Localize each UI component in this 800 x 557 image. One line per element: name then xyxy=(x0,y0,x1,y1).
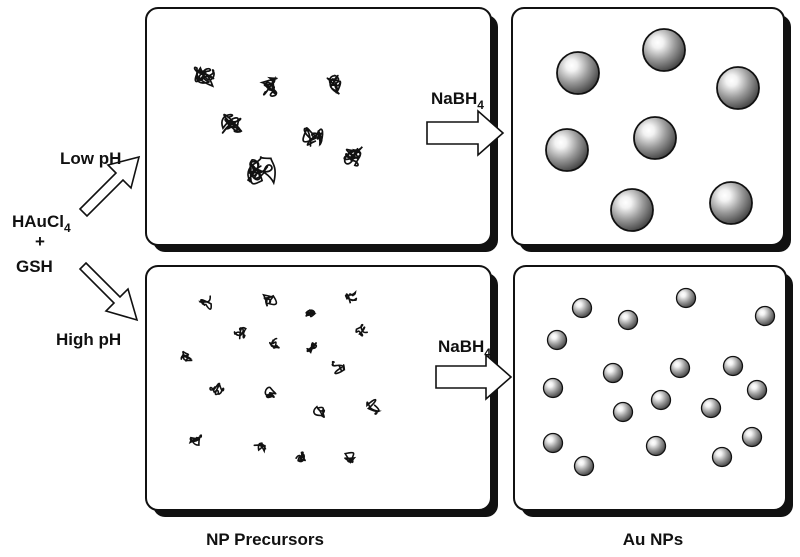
gold-salt-label: HAuCl4 xyxy=(12,212,71,235)
precursor-cluster xyxy=(209,382,225,396)
small-gold-sphere xyxy=(711,446,733,468)
small-gold-sphere xyxy=(700,397,722,419)
small-gold-sphere xyxy=(746,379,768,401)
precursor-cluster xyxy=(193,66,215,88)
high-ph-label: High pH xyxy=(56,330,121,349)
large-gold-sphere xyxy=(556,51,600,95)
precursor-cluster xyxy=(355,323,368,337)
arrow-reduction-top xyxy=(426,109,505,157)
precursor-cluster xyxy=(343,146,363,167)
precursor-cluster xyxy=(366,398,382,415)
precursor-cluster xyxy=(326,74,342,95)
small-gold-sphere xyxy=(741,426,763,448)
small-gold-sphere xyxy=(612,401,634,423)
large-gold-sphere xyxy=(610,188,654,232)
small-gold-sphere xyxy=(546,329,568,351)
small-gold-sphere xyxy=(754,305,776,327)
precursor-cluster xyxy=(343,451,357,464)
precursor-cluster xyxy=(188,434,203,446)
large-gold-sphere xyxy=(709,181,753,225)
small-gold-sphere xyxy=(675,287,697,309)
large-gold-sphere xyxy=(642,28,686,72)
precursor-cluster xyxy=(264,386,277,399)
small-gold-sphere xyxy=(571,297,593,319)
small-gold-sphere xyxy=(573,455,595,477)
high-ph-precursor-clusters xyxy=(180,290,382,464)
reducer-label-bottom: NaBH4 xyxy=(438,337,491,360)
precursor-cluster xyxy=(259,75,278,97)
panel-low-precursors xyxy=(145,7,498,252)
panel-high-precursors xyxy=(145,265,498,517)
arrow-up-right xyxy=(78,155,141,218)
caption-np-precursors: NP Precursors xyxy=(206,530,324,549)
precursor-cluster xyxy=(313,405,326,418)
low-ph-label: Low pH xyxy=(60,149,121,168)
small-gold-sphere xyxy=(650,389,672,411)
precursor-cluster xyxy=(344,290,358,304)
precursor-cluster xyxy=(253,442,267,454)
reducer-label-top: NaBH4 xyxy=(431,89,484,112)
small-gold-sphere xyxy=(645,435,667,457)
low-ph-precursor-clusters xyxy=(193,66,363,186)
caption-au-nps: Au NPs xyxy=(623,530,683,549)
plus-sign: + xyxy=(35,232,45,251)
precursor-cluster xyxy=(247,156,276,186)
small-gold-sphere xyxy=(617,309,639,331)
small-gold-sphere xyxy=(669,357,691,379)
small-gold-sphere xyxy=(602,362,624,384)
small-gold-nanoparticles xyxy=(542,287,776,477)
large-gold-sphere xyxy=(716,66,760,110)
gsh-label: GSH xyxy=(16,257,53,276)
small-gold-sphere xyxy=(542,432,564,454)
large-gold-sphere xyxy=(633,116,677,160)
precursor-cluster xyxy=(180,350,193,362)
precursor-cluster xyxy=(302,127,324,147)
precursor-cluster xyxy=(233,326,247,340)
precursor-cluster xyxy=(221,113,243,134)
small-gold-sphere xyxy=(542,377,564,399)
precursor-cluster xyxy=(306,342,318,354)
precursor-cluster xyxy=(295,451,306,463)
precursor-cluster xyxy=(262,293,278,307)
arrow-down-right xyxy=(78,261,139,322)
small-gold-sphere xyxy=(722,355,744,377)
large-gold-nanoparticles xyxy=(545,28,760,232)
large-gold-sphere xyxy=(545,128,589,172)
arrow-reduction-bottom xyxy=(435,353,513,401)
precursor-cluster xyxy=(268,337,280,349)
precursor-cluster xyxy=(305,308,317,318)
precursor-cluster xyxy=(198,295,213,310)
precursor-cluster xyxy=(331,360,346,375)
